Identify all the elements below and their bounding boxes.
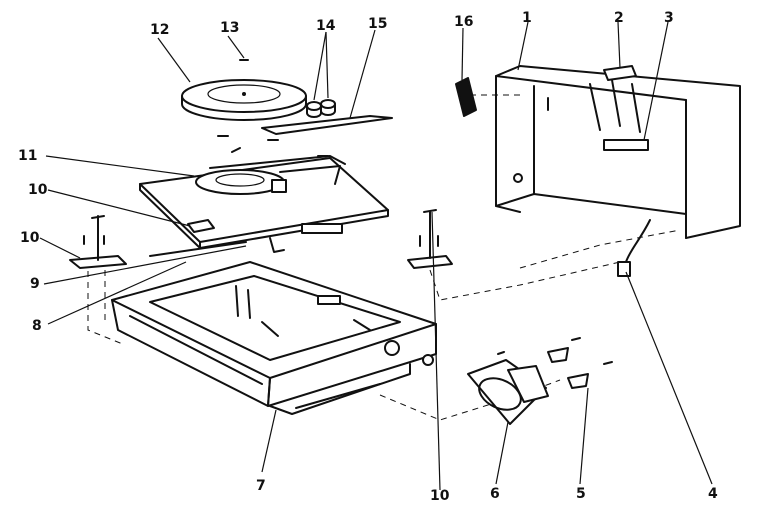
callout-13: 12 [150, 22, 169, 38]
callout-4: 4 [708, 486, 718, 502]
clip-part [187, 219, 215, 233]
callout-7: 7 [256, 478, 266, 494]
left-bracket [69, 215, 127, 269]
callout-10-left: 10 [20, 230, 40, 246]
baseplate-screws [217, 135, 329, 157]
alignment-dashes [87, 94, 681, 421]
control-knob [455, 77, 477, 117]
speaker-clips [547, 337, 613, 389]
right-bracket [407, 209, 453, 269]
tone-arm-bar [261, 115, 393, 135]
callout-17: 16 [454, 14, 473, 30]
mounting-nuts [306, 99, 336, 118]
turntable-baseplate [139, 155, 389, 253]
callout-15: 14 [316, 18, 336, 34]
callout-3: 3 [664, 10, 674, 26]
base-cabinet [111, 261, 437, 415]
turntable-platter [181, 79, 307, 121]
callout-5: 5 [576, 486, 586, 502]
callout-9: 9 [30, 276, 40, 292]
callout-labels: 12 13 14 15 16 1 2 3 11 10 10 9 8 7 10 6… [18, 10, 718, 504]
callout-8: 8 [32, 318, 42, 334]
callout-11: 10 [28, 182, 48, 198]
callout-12: 11 [18, 148, 37, 164]
callout-14: 13 [220, 20, 239, 36]
callout-16: 15 [368, 16, 387, 32]
speaker-unit [467, 351, 549, 425]
callout-1: 1 [522, 10, 532, 26]
callout-2: 2 [614, 10, 624, 26]
callout-6: 6 [490, 486, 500, 502]
callout-10-bottom: 10 [430, 488, 450, 504]
power-cord-plug [617, 219, 651, 277]
upper-housing [495, 65, 741, 239]
leader-lines [39, 21, 713, 491]
pin-part [149, 241, 247, 257]
